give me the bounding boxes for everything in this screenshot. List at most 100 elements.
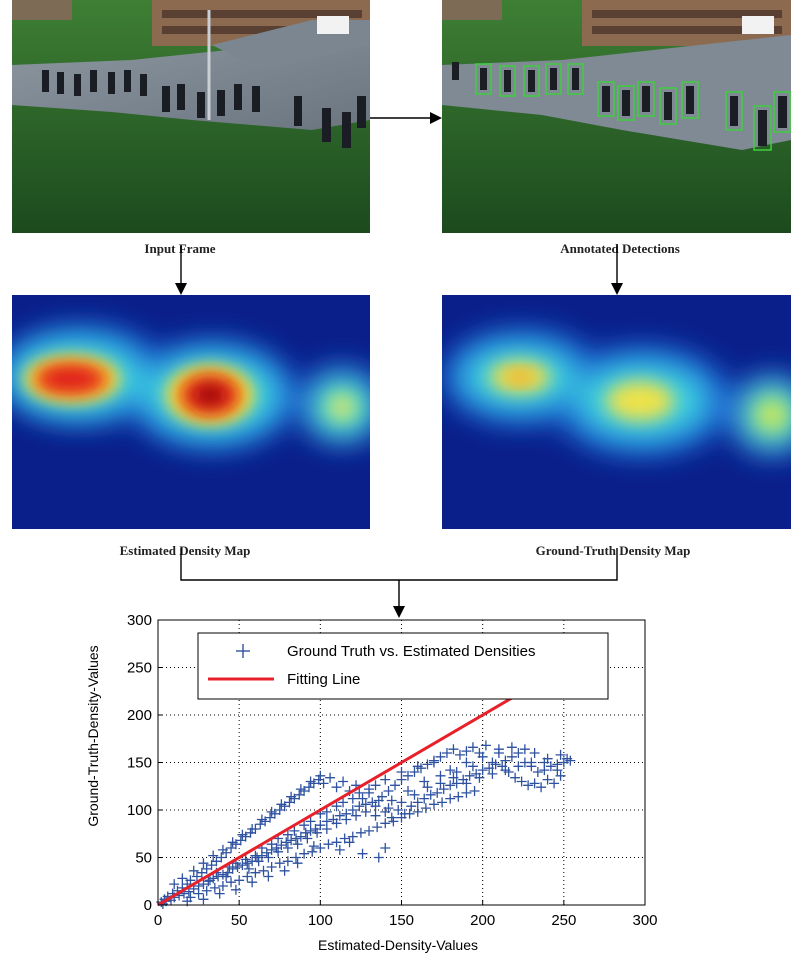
scatter-point xyxy=(188,865,199,876)
legend-label-scatter: Ground Truth vs. Estimated Densities xyxy=(287,643,535,660)
scatter-point xyxy=(555,770,566,781)
scatter-point xyxy=(325,772,336,783)
scatter-point xyxy=(510,772,521,783)
scatter-point xyxy=(542,753,553,764)
scatter-point xyxy=(263,852,274,863)
scatter-point xyxy=(545,761,556,772)
y-tick-label: 250 xyxy=(127,660,152,677)
scatter-point xyxy=(305,776,316,787)
scatter-point xyxy=(396,812,407,823)
scatter-point xyxy=(169,879,180,890)
scatter-point xyxy=(409,767,420,777)
scatter-point xyxy=(247,824,258,834)
scatter-point xyxy=(237,829,248,840)
scatter-point xyxy=(276,799,287,810)
scatter-point xyxy=(412,797,423,808)
scatter-point xyxy=(299,848,310,859)
scatter-point xyxy=(526,757,537,768)
scatter-point xyxy=(380,774,391,785)
scatter-point xyxy=(331,818,342,829)
scatter-point xyxy=(451,767,462,777)
scatter-point xyxy=(351,810,362,821)
scatter-point xyxy=(201,885,212,896)
scatter-point xyxy=(247,877,258,888)
scatter-point xyxy=(565,755,576,766)
scatter-point xyxy=(422,782,433,793)
scatter-point xyxy=(386,795,397,806)
scatter-point xyxy=(234,875,245,886)
scatter-point xyxy=(253,856,264,867)
scatter-point xyxy=(467,761,478,772)
scatter-point xyxy=(377,791,388,802)
scatter-point xyxy=(539,765,550,776)
scatter-point xyxy=(506,742,517,753)
scatter-point xyxy=(338,797,349,808)
scatter-point xyxy=(422,759,433,770)
y-tick-label: 100 xyxy=(127,802,152,819)
scatter-point xyxy=(292,839,303,850)
scatter-point xyxy=(419,776,430,787)
scatter-point xyxy=(506,751,517,762)
scatter-point xyxy=(360,806,371,817)
ground-truth-density-map xyxy=(442,295,791,529)
input-frame-image xyxy=(12,0,370,233)
scatter-point xyxy=(273,846,284,857)
scatter-point xyxy=(331,801,342,812)
scatter-point xyxy=(552,759,563,770)
y-axis-label: Ground-Truth-Density-Values xyxy=(85,645,101,826)
scatter-point xyxy=(266,839,277,850)
scatter-point xyxy=(370,780,381,791)
scatter-point xyxy=(487,768,498,779)
scatter-point xyxy=(256,814,267,825)
scatter-point xyxy=(469,786,480,796)
scatter-point xyxy=(402,770,413,781)
scatter-point xyxy=(484,763,495,774)
x-tick-label: 100 xyxy=(308,912,333,929)
scatter-point xyxy=(461,757,472,768)
scatter-point xyxy=(243,863,254,874)
scatter-point xyxy=(402,786,413,796)
scatter-point xyxy=(380,843,391,853)
scatter-point xyxy=(428,799,439,810)
scatter-point xyxy=(214,888,225,899)
legend-box xyxy=(197,632,609,700)
scatter-point xyxy=(307,846,318,857)
scatter-point xyxy=(532,767,543,777)
scatter-point xyxy=(464,770,475,781)
legend: Ground Truth vs. Estimated Densities Fit… xyxy=(197,632,609,700)
scatter-point xyxy=(432,787,443,798)
scatter-point xyxy=(354,801,365,812)
scatter-point xyxy=(383,803,394,814)
scatter-point xyxy=(523,780,534,791)
scatter-point xyxy=(315,770,326,781)
scatter-point xyxy=(404,808,415,819)
scatter-point xyxy=(347,805,358,815)
scatter-point xyxy=(500,765,511,776)
scatter-point xyxy=(315,820,326,831)
scatter-point xyxy=(217,844,228,855)
x-axis-label: Estimated-Density-Values xyxy=(318,937,478,953)
scatter-point xyxy=(461,746,472,757)
scatter-point xyxy=(513,748,524,758)
scatter-point xyxy=(480,740,491,751)
scatter-point xyxy=(441,748,452,758)
scatter-point xyxy=(453,791,464,802)
scatter-point xyxy=(519,744,530,755)
scatter-point xyxy=(412,806,423,817)
scatter-point xyxy=(373,852,384,863)
scatter-point xyxy=(451,778,462,789)
scatter-point xyxy=(529,748,540,758)
scatter-point xyxy=(500,755,511,766)
legend-marker-scatter xyxy=(236,644,250,658)
y-tick-label: 300 xyxy=(127,612,152,629)
scatter-point xyxy=(331,837,342,848)
fitting-line xyxy=(157,696,513,907)
scatter-point xyxy=(282,856,293,867)
scatter-point xyxy=(299,820,310,831)
scatter-point xyxy=(390,780,401,791)
scatter-point xyxy=(274,858,285,869)
y-tick-label: 150 xyxy=(127,755,152,772)
scatter-point xyxy=(312,827,323,838)
